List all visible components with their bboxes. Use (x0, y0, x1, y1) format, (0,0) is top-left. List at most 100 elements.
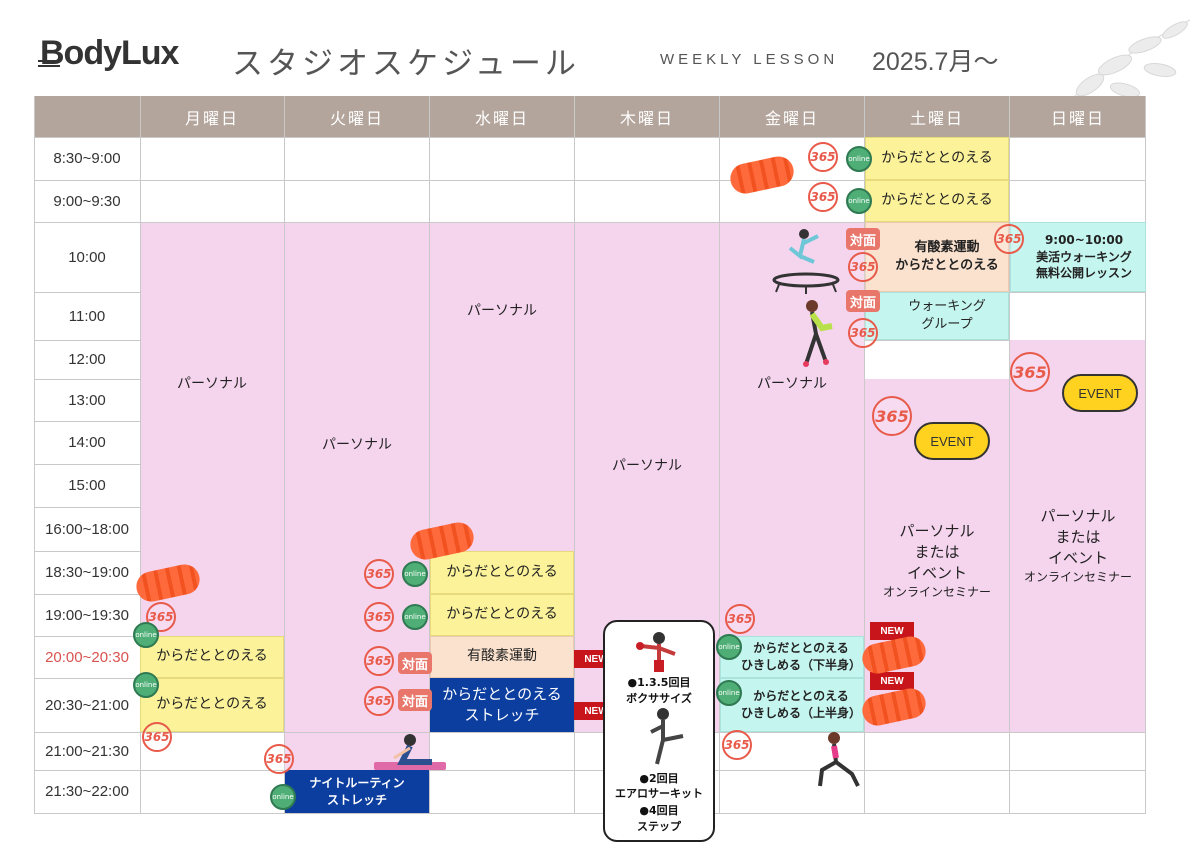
row-line (34, 770, 1146, 771)
lunge-woman-icon (818, 732, 860, 787)
wed-karada-stretch[interactable]: からだととのえる ストレッチ (430, 678, 574, 732)
sat-walking-group[interactable]: ウォーキング グループ (865, 292, 1009, 340)
leaf-decoration-icon (1059, 19, 1191, 111)
sat-karada-0900[interactable]: からだととのえる (865, 180, 1009, 222)
thu-line-6: ステップ (637, 820, 681, 833)
online-badge-icon: online (846, 146, 872, 172)
badge-365-icon: 365 (722, 730, 752, 760)
row-line (34, 292, 140, 293)
time-label: 15:00 (68, 477, 106, 494)
lesson-label: からだととのえる ひきしめる（上半身） (740, 689, 861, 720)
wed-personal-label: パーソナル (467, 303, 537, 320)
thursday-special-lessons[interactable]: ●1.3.5回目 ボクササイズ ●2回目 エアロサーキット ●4回目 ステップ (603, 620, 715, 842)
lesson-label: からだととのえる ひきしめる（下半身） (740, 641, 861, 672)
thu-line-3: ●2回目 (639, 772, 679, 785)
online-badge-icon: online (270, 784, 296, 810)
lesson-label: パーソナル または イベント (899, 522, 975, 583)
row-line (34, 551, 140, 552)
online-badge-icon: online (402, 561, 428, 587)
lesson-label: 有酸素運動 (467, 648, 537, 665)
time-label: 21:30~22:00 (45, 783, 129, 800)
time-label: 14:00 (68, 434, 106, 451)
online-seminar-label: オンラインセミナー (1023, 570, 1132, 585)
badge-365-icon: 365 (364, 646, 394, 676)
col-line (864, 96, 865, 814)
row-line (34, 732, 1146, 733)
online-badge-icon: online (716, 680, 742, 706)
col-line (34, 96, 35, 814)
thu-line-5: ●4回目 (639, 804, 679, 817)
fri-personal-block[interactable]: パーソナル (720, 222, 864, 636)
col-line (719, 96, 720, 814)
day-header-fri: 金曜日 (720, 96, 864, 137)
col-line (1009, 96, 1010, 814)
online-badge-icon: online (716, 634, 742, 660)
schedule-grid: 月曜日 火曜日 水曜日 木曜日 金曜日 土曜日 日曜日 パーソナル パーソナル … (34, 96, 1146, 814)
col-line (140, 96, 141, 814)
row-line (34, 678, 140, 679)
row-line (34, 180, 1146, 181)
mon-personal-label: パーソナル (177, 376, 247, 393)
sun-personal-or-event[interactable]: パーソナル または イベント オンラインセミナー (1010, 496, 1146, 596)
lesson-label: 9:00~10:00 美活ウォーキング 無料公開レッスン (1035, 232, 1132, 281)
time-label: 16:00~18:00 (45, 520, 129, 538)
day-header-thu: 木曜日 (575, 96, 719, 137)
lesson-label: からだととのえる ストレッチ (442, 685, 562, 724)
page-subtitle: WEEKLY LESSON (660, 51, 839, 68)
wed-karada-1830[interactable]: からだととのえる (430, 551, 574, 594)
time-label: 19:00~19:30 (45, 606, 129, 624)
badge-365-icon: 365 (808, 182, 838, 212)
wed-karada-1900[interactable]: からだととのえる (430, 594, 574, 636)
lesson-label: からだととのえる (156, 696, 268, 713)
day-header-sat: 土曜日 (865, 96, 1009, 137)
time-label: 9:00~9:30 (53, 192, 121, 210)
lesson-label: からだととのえる (881, 192, 993, 209)
tue-night-stretch[interactable]: ナイトルーティン ストレッチ (285, 770, 429, 813)
row-line (34, 594, 140, 595)
tue-personal-block[interactable]: パーソナル (285, 222, 429, 770)
row-line (34, 464, 140, 465)
time-label: 8:30~9:00 (53, 150, 121, 167)
online-badge-icon: online (402, 604, 428, 630)
badge-365-icon: 365 (848, 318, 878, 348)
fri-karada-upper[interactable]: からだととのえる ひきしめる（上半身） (720, 678, 864, 732)
fri-karada-lower[interactable]: からだととのえる ひきしめる（下半身） (720, 636, 864, 678)
header-corner (34, 96, 140, 137)
sat-personal-or-event[interactable]: パーソナル または イベント オンラインセミナー (865, 506, 1009, 616)
row-line (865, 340, 1010, 341)
badge-365-icon: 365 (1010, 352, 1050, 392)
wed-aerobic[interactable]: 有酸素運動 (430, 636, 574, 678)
col-line (284, 96, 285, 814)
trampoline-woman-icon (772, 229, 840, 294)
lesson-label: からだととのえる (446, 563, 558, 580)
sat-aerobic-karada[interactable]: 有酸素運動 からだととのえる (865, 222, 1009, 292)
time-label: 13:00 (68, 391, 106, 409)
time-label: 21:00~21:30 (45, 742, 129, 760)
badge-365-icon: 365 (994, 224, 1024, 254)
page-title: スタジオスケジュール (232, 46, 580, 82)
badge-365-icon: 365 (872, 396, 912, 436)
lesson-label: 有酸素運動 からだととのえる (895, 239, 999, 273)
wed-personal-block[interactable]: パーソナル (430, 222, 574, 552)
sun-beauty-walking[interactable]: 9:00~10:00 美活ウォーキング 無料公開レッスン (1010, 222, 1146, 292)
mon-karada-2030[interactable]: からだととのえる (140, 678, 284, 732)
day-header-wed: 水曜日 (430, 96, 574, 137)
day-header-tue: 火曜日 (285, 96, 429, 137)
sat-karada-0830[interactable]: からだととのえる (865, 137, 1009, 180)
fri-personal-label: パーソナル (757, 376, 827, 393)
col-line (574, 96, 575, 814)
thu-personal-label: パーソナル (612, 458, 682, 475)
mon-personal-block[interactable]: パーソナル (140, 222, 284, 636)
thu-line-2: ボクササイズ (626, 692, 692, 705)
in-person-badge: 対面 (846, 290, 880, 312)
tue-personal-label: パーソナル (322, 437, 392, 454)
brand-logo: BodyLux (38, 34, 179, 73)
row-line (34, 137, 1146, 138)
time-label: 12:00 (68, 351, 106, 368)
logo-speed-lines (38, 65, 60, 67)
badge-365-icon: 365 (142, 722, 172, 752)
badge-365-icon: 365 (146, 602, 176, 632)
online-badge-icon: online (846, 188, 872, 214)
online-badge-icon: online (133, 622, 159, 648)
mon-karada-2000[interactable]: からだととのえる (140, 636, 284, 678)
